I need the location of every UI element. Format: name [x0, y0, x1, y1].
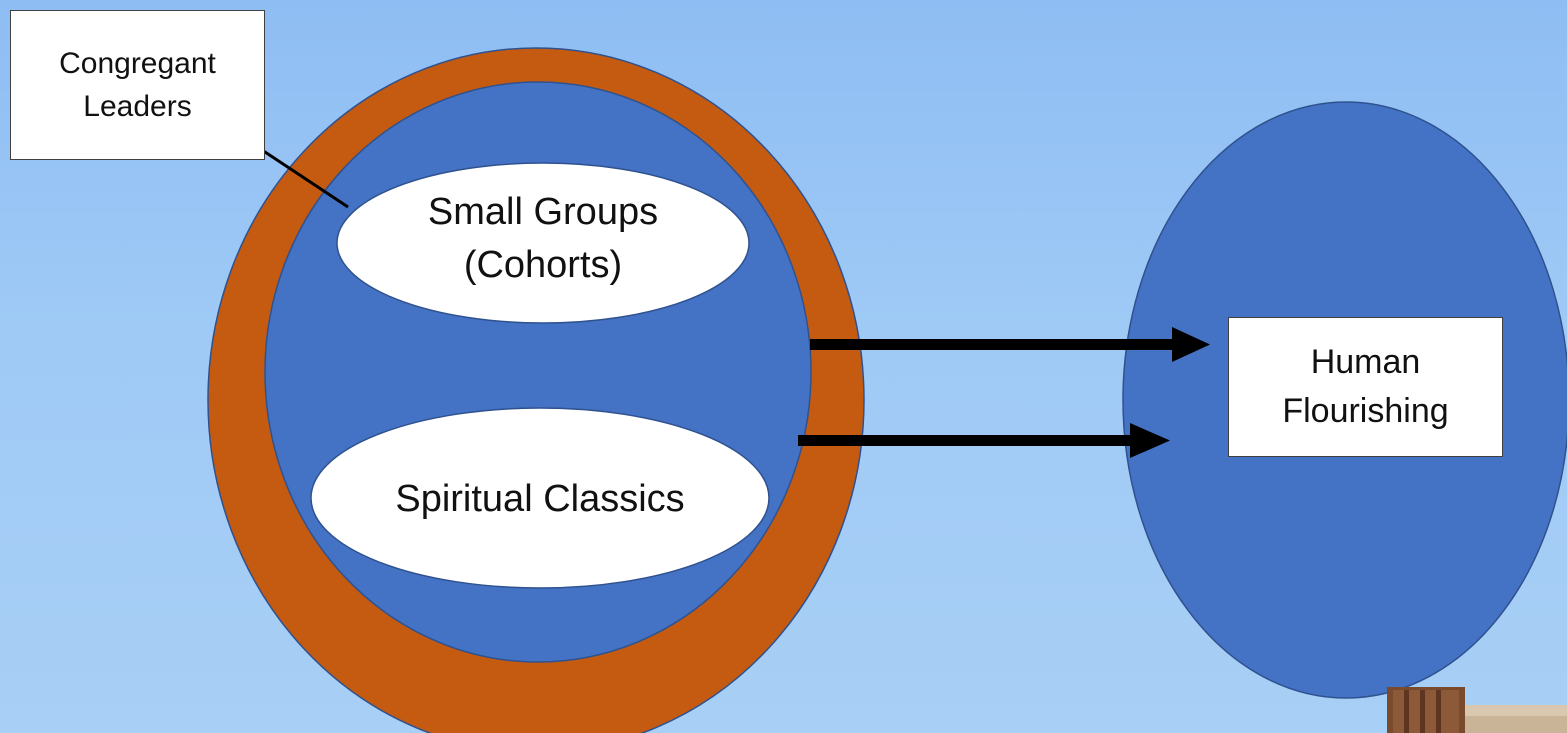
congregant-label-line2: Leaders: [83, 90, 192, 123]
congregant-label-line1: Congregant: [59, 46, 216, 80]
small-groups-label-line1: Small Groups: [427, 191, 659, 233]
arrow-upper: [810, 327, 1210, 362]
human-flourishing-label-box: Human Flourishing: [1228, 317, 1503, 457]
human-label-line2: Flourishing: [1282, 392, 1449, 430]
spiritual-classics-label: Spiritual Classics: [395, 478, 685, 520]
connector-line: [261, 148, 349, 209]
human-label-line1: Human: [1310, 342, 1421, 381]
spiritual-classics-ellipse: [310, 407, 770, 589]
small-groups-label: Small Groups (Cohorts): [338, 186, 748, 292]
small-groups-label-line2: (Cohorts): [463, 244, 623, 287]
small-groups-ellipse: [336, 162, 750, 324]
decorative-image-fragment: [1387, 687, 1567, 733]
arrow-lower: [798, 423, 1170, 458]
congregant-leaders-label-box: Congregant Leaders: [10, 10, 265, 160]
